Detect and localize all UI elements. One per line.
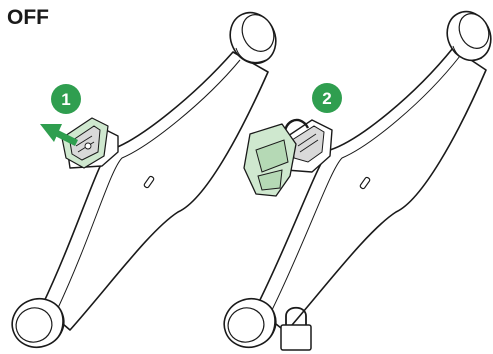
green-arrow-icon <box>40 124 78 146</box>
mount-bracket-2 <box>281 119 333 173</box>
page-title: OFF <box>7 6 49 29</box>
step-2-illustration: 2 <box>223 10 492 351</box>
step-2-number: 2 <box>322 89 331 108</box>
handle-bar-1 <box>41 51 269 331</box>
step-1-number: 1 <box>61 90 70 109</box>
lockout-device-1 <box>61 117 109 169</box>
handle-bar-2 <box>255 47 487 333</box>
step-1-badge: 1 <box>51 84 81 114</box>
center-slot <box>359 176 371 190</box>
padlock-icon <box>280 306 312 351</box>
lockout-hasp-2 <box>243 118 310 197</box>
step-2-badge: 2 <box>312 83 342 113</box>
end-cap-bottom-2 <box>223 297 277 349</box>
end-cap-bottom-1 <box>11 297 65 349</box>
center-slot <box>143 175 155 189</box>
step-1-illustration: 1 <box>11 11 277 349</box>
end-cap-top-2 <box>446 10 492 62</box>
end-cap-top-1 <box>229 11 277 65</box>
